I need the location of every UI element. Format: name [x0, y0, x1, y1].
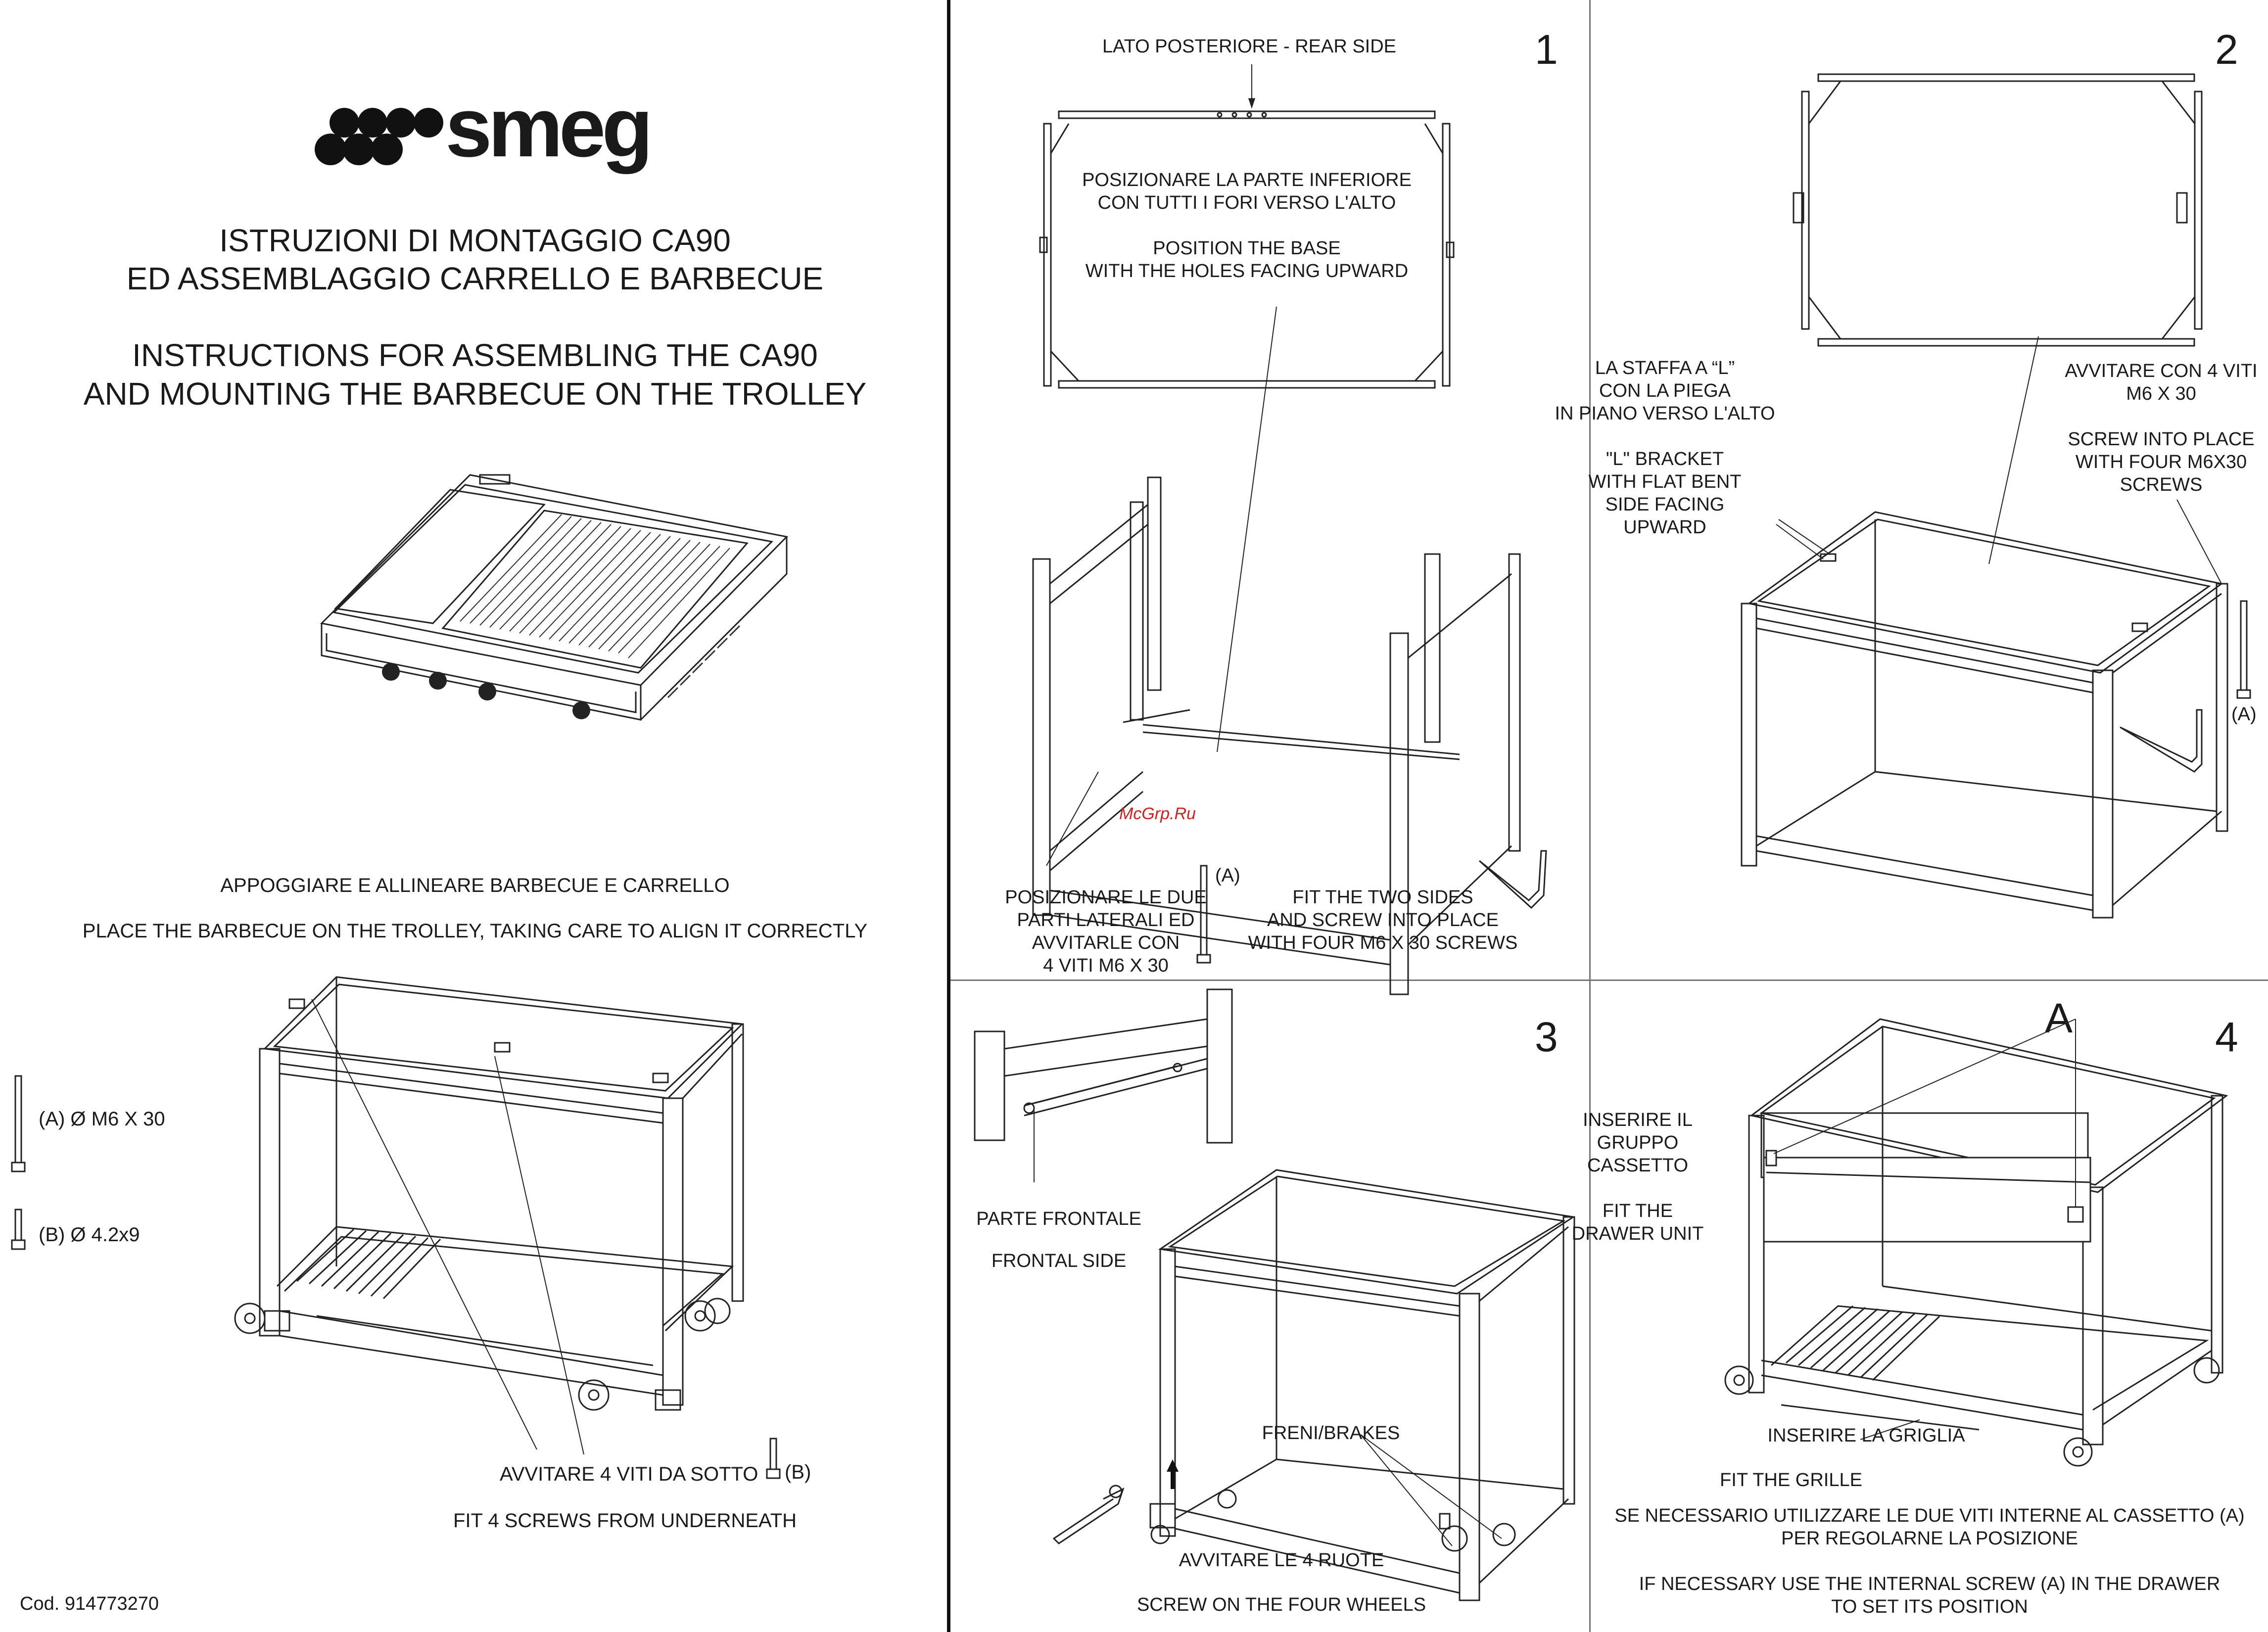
screw-instruction-en-3: SCREWS: [2120, 474, 2203, 495]
drawer-screw-label-a: A: [2045, 995, 2073, 1041]
bracket-instruction-it-2: CON LA PIEGA: [1599, 380, 1731, 401]
step3-frame-drawing: [1039, 1163, 1583, 1608]
note-en-line2: TO SET ITS POSITION: [1831, 1596, 2028, 1617]
step-number-1: 1: [1535, 26, 1558, 73]
drawer-instruction-it-3: CASSETTO: [1587, 1155, 1689, 1176]
step1-screw-icon: [1196, 866, 1211, 965]
sides-instruction-it-1: POSIZIONARE LE DUE: [1005, 887, 1207, 908]
trolley-assembled-drawing: [218, 970, 762, 1454]
smeg-logo: smeg: [312, 81, 653, 175]
watermark: McGrp.Ru: [1119, 804, 1196, 823]
screw-instruction-it-1: AVVITARE CON 4 VITI: [2065, 361, 2258, 381]
grille-instruction-it: INSERIRE LA GRIGLIA: [1767, 1425, 1965, 1446]
drawer-instruction-en-1: FIT THE: [1602, 1201, 1673, 1221]
step2-screw-label: (A): [2231, 704, 2257, 725]
note-it-line1: SE NECESSARIO UTILIZZARE LE DUE VITI INT…: [1614, 1505, 2245, 1526]
base-instruction-en-1: POSITION THE BASE: [1153, 238, 1341, 259]
bracket-instruction-en-2: WITH FLAT BENT: [1588, 471, 1742, 492]
drawer-instruction-it-1: INSERIRE IL: [1583, 1110, 1693, 1130]
place-instruction-en: PLACE THE BARBECUE ON THE TROLLEY, TAKIN…: [82, 920, 868, 942]
place-instruction-it: APPOGGIARE E ALLINEARE BARBECUE E CARREL…: [220, 875, 730, 896]
wheels-instruction-en: SCREW ON THE FOUR WHEELS: [1136, 1594, 1426, 1615]
fit-screws-en: FIT 4 SCREWS FROM UNDERNEATH: [453, 1510, 797, 1532]
panel-divider-horizontal: [950, 979, 2268, 981]
sides-instruction-it-3: AVVITARLE CON: [1032, 933, 1180, 953]
base-instruction-it-1: POSIZIONARE LA PARTE INFERIORE: [1082, 170, 1412, 190]
drawer-instruction-en-2: DRAWER UNIT: [1571, 1223, 1704, 1244]
rear-side-label: LATO POSTERIORE - REAR SIDE: [1102, 36, 1397, 57]
screw-a-icon: [11, 1076, 26, 1175]
step4-frame-drawing: [1712, 1009, 2236, 1464]
step1-screw-label: (A): [1215, 865, 1240, 886]
brakes-label: FRENI/BRAKES: [1262, 1423, 1400, 1444]
title-en-line2: AND MOUNTING THE BARBECUE ON THE TROLLEY: [83, 376, 867, 412]
step2-frame-drawing: [1727, 495, 2231, 940]
step1-base-drawing: [1039, 64, 1455, 391]
step2-screw-icon: [2236, 601, 2251, 700]
screw-b-small-icon: [766, 1439, 781, 1483]
step3-detail-drawing: [970, 984, 1247, 1163]
front-side-label-en: FRONTAL SIDE: [991, 1251, 1127, 1271]
sides-instruction-it-4: 4 VITI M6 X 30: [1043, 955, 1169, 976]
base-instruction-en-2: WITH THE HOLES FACING UPWARD: [1085, 261, 1409, 281]
bracket-instruction-en-4: UPWARD: [1623, 517, 1706, 538]
base-instruction-it-2: CON TUTTI I FORI VERSO L'ALTO: [1097, 192, 1396, 213]
screw-instruction-it-2: M6 X 30: [2126, 383, 2196, 404]
grille-instruction-en: FIT THE GRILLE: [1720, 1470, 1862, 1491]
bracket-instruction-en-3: SIDE FACING: [1605, 494, 1725, 515]
screw-instruction-en-1: SCREW INTO PLACE: [2068, 429, 2255, 450]
screw-b-icon: [11, 1210, 26, 1254]
wheels-instruction-it: AVVITARE LE 4 RUOTE: [1179, 1550, 1384, 1571]
screw-a-label: (A) Ø M6 X 30: [39, 1108, 165, 1130]
step-number-4: 4: [2215, 1014, 2238, 1060]
fit-screws-b: (B): [785, 1461, 811, 1483]
note-en-line1: IF NECESSARY USE THE INTERNAL SCREW (A) …: [1639, 1574, 2221, 1594]
sides-instruction-en-1: FIT THE TWO SIDES: [1292, 887, 1473, 908]
step-number-3: 3: [1535, 1014, 1558, 1060]
bracket-instruction-it-1: LA STAFFA A “L”: [1595, 358, 1735, 378]
sides-instruction-en-3: WITH FOUR M6 X 30 SCREWS: [1248, 933, 1518, 953]
sides-instruction-it-2: PARTI LATERALI ED: [1017, 910, 1195, 931]
front-side-label-it: PARTE FRONTALE: [976, 1209, 1141, 1229]
drawer-instruction-it-2: GRUPPO: [1597, 1132, 1679, 1153]
title-en-line1: INSTRUCTIONS FOR ASSEMBLING THE CA90: [132, 337, 818, 373]
bracket-instruction-en-1: "L" BRACKET: [1606, 449, 1724, 469]
document-code: Cod. 914773270: [20, 1593, 159, 1614]
step1-frame-drawing: [1019, 307, 1563, 960]
note-it-line2: PER REGOLARNE LA POSIZIONE: [1781, 1528, 2078, 1549]
step-number-2: 2: [2215, 26, 2238, 73]
screw-b-label: (B) Ø 4.2x9: [39, 1224, 140, 1246]
panel-divider-right: [1589, 0, 1591, 1632]
title-it-line2: ED ASSEMBLAGGIO CARRELLO E BARBECUE: [126, 261, 824, 296]
sides-instruction-en-2: AND SCREW INTO PLACE: [1267, 910, 1499, 931]
step2-base-drawing: [1796, 69, 2212, 356]
panel-divider-main: [947, 0, 950, 1632]
bracket-instruction-it-3: IN PIANO VERSO L'ALTO: [1555, 403, 1775, 424]
logo-dots-icon: [315, 108, 443, 165]
barbecue-drawing: [312, 465, 797, 762]
fit-screws-it: AVVITARE 4 VITI DA SOTTO: [500, 1463, 758, 1485]
brand-name: smeg: [445, 81, 653, 175]
screw-instruction-en-2: WITH FOUR M6X30: [2075, 452, 2247, 472]
title-it-line1: ISTRUZIONI DI MONTAGGIO CA90: [219, 223, 731, 258]
